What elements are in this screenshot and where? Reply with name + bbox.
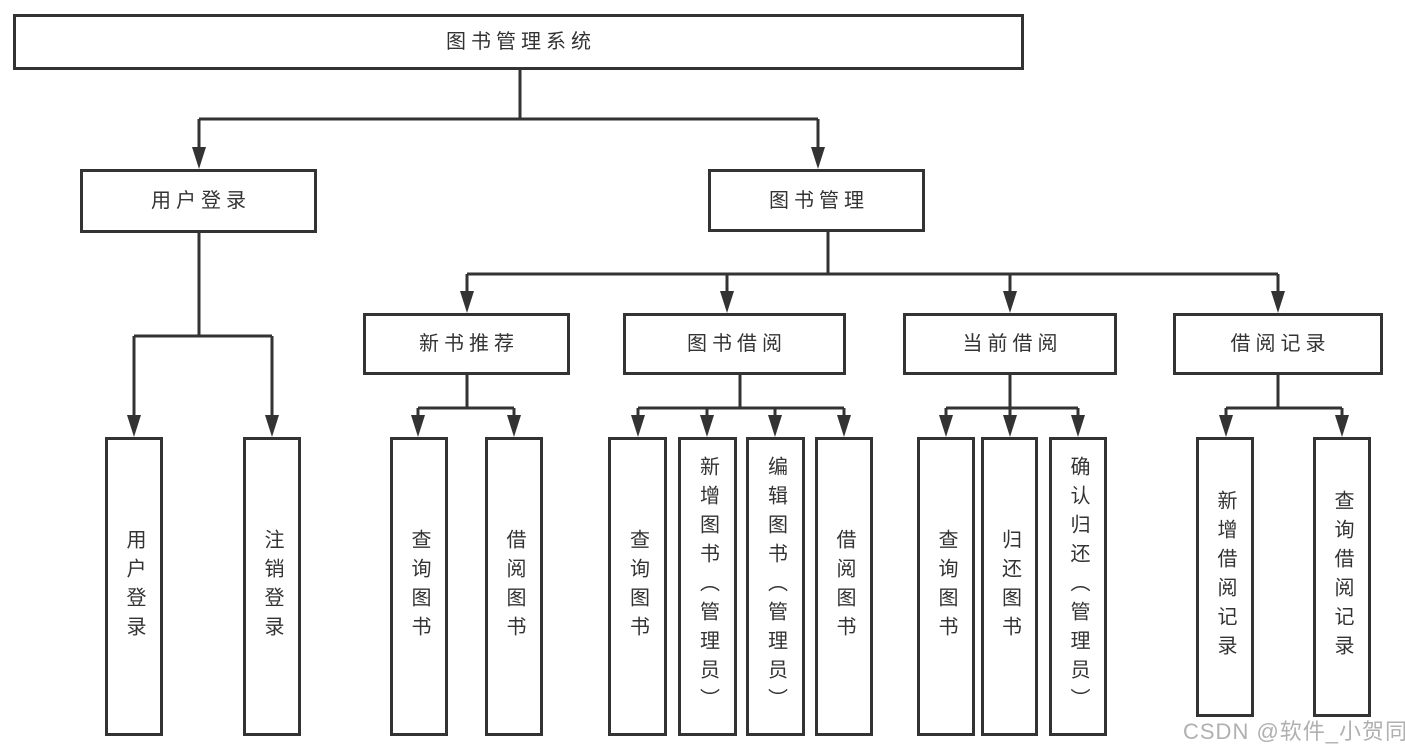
leaf-logout: 注销登录 <box>243 437 301 736</box>
leaf-confirm-return-admin: 确认归还（管理员） <box>1049 437 1107 736</box>
leaf-add-books-admin: 新增图书（管理员） <box>678 437 737 736</box>
node-new-book-recommend: 新书推荐 <box>363 313 570 375</box>
leaf-query-books-1: 查询图书 <box>390 437 448 736</box>
node-borrowing-records: 借阅记录 <box>1173 313 1383 375</box>
node-current-borrowing: 当前借阅 <box>903 313 1117 375</box>
node-user-login-group: 用户登录 <box>80 169 317 233</box>
leaf-borrow-books-2: 借阅图书 <box>815 437 873 736</box>
leaf-return-books: 归还图书 <box>981 437 1038 736</box>
leaf-add-borrow-record: 新增借阅记录 <box>1196 437 1254 717</box>
leaf-query-books-3: 查询图书 <box>917 437 975 736</box>
node-book-management: 图书管理 <box>708 169 925 232</box>
csdn-watermark: CSDN @软件_小贺同学 <box>1183 719 1405 744</box>
arrowheads <box>127 147 1349 437</box>
leaf-borrow-books-1: 借阅图书 <box>485 437 543 736</box>
node-book-borrowing: 图书借阅 <box>623 313 846 375</box>
leaf-query-borrow-record: 查询借阅记录 <box>1313 437 1371 717</box>
node-root: 图书管理系统 <box>13 14 1024 70</box>
leaf-edit-books-admin: 编辑图书（管理员） <box>746 437 805 736</box>
leaf-query-books-2: 查询图书 <box>608 437 667 736</box>
leaf-user-login: 用户登录 <box>105 437 163 736</box>
